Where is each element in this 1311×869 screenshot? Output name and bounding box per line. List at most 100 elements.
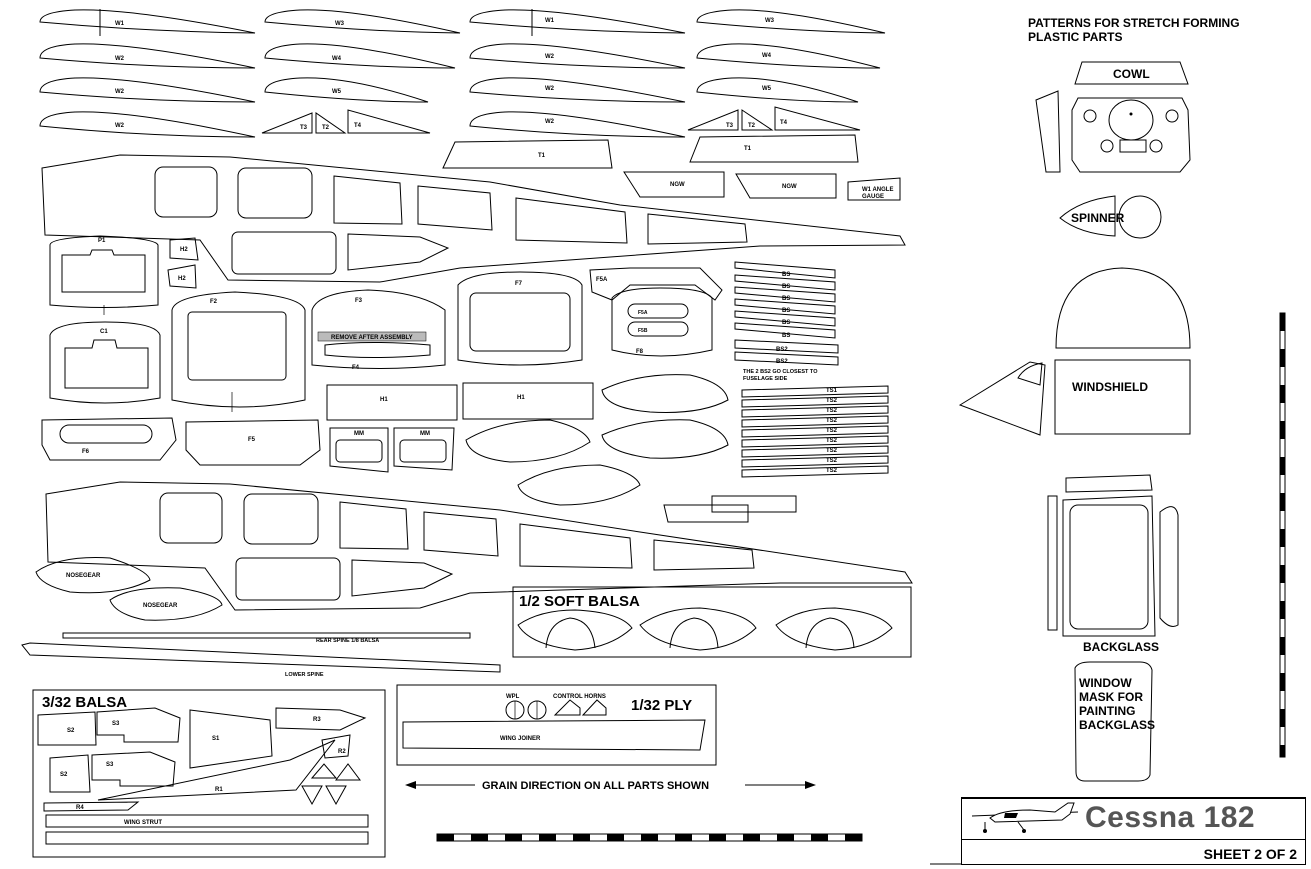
rib-label: W4 xyxy=(762,53,772,59)
cowl-label: COWL xyxy=(1113,67,1150,81)
part-label: BS xyxy=(782,296,790,302)
soft-balsa-section: 1/2 SOFT BALSA xyxy=(512,586,912,658)
cowl: COWL xyxy=(1035,61,1191,173)
part-label: S3 xyxy=(112,721,120,727)
fuselage-side-bottom xyxy=(45,481,913,611)
scale-bar-horizontal xyxy=(436,833,863,842)
bs-note: FUSELAGE SIDE xyxy=(743,376,788,382)
part-label: H2 xyxy=(178,276,186,282)
part-label: BS xyxy=(782,308,790,314)
header-line1: PATTERNS FOR STRETCH FORMING xyxy=(1028,16,1240,30)
former-f7: F7 xyxy=(457,271,583,366)
ts-strips: TS1 TS2 TS2 TS2 TS2 TS2 TS2 TS2 TS2 xyxy=(741,385,889,478)
bs-note: THE 2 BS2 GO CLOSEST TO xyxy=(743,369,818,375)
part-label: NGW xyxy=(670,182,685,188)
rib-w4-left: W4 xyxy=(264,43,456,69)
part-label: BS xyxy=(782,320,790,326)
mask-label-2: MASK FOR xyxy=(1079,690,1143,704)
part-label: F7 xyxy=(515,281,523,287)
part-label: NGW xyxy=(782,184,797,190)
ngw-parts: NGW NGW W1 ANGLE GAUGE xyxy=(623,171,901,201)
rib-label: W5 xyxy=(332,89,342,95)
part-label: CONTROL HORNS xyxy=(553,694,606,700)
tail-ribs-right: T3 T2 T4 xyxy=(687,106,861,131)
part-label: TS2 xyxy=(826,448,838,454)
section-title: 1/32 PLY xyxy=(631,697,692,714)
rib-label: W2 xyxy=(545,54,555,60)
rib-w2-right: W2 xyxy=(469,43,686,69)
grain-direction-note: GRAIN DIRECTION ON ALL PARTS SHOWN xyxy=(405,780,816,792)
part-label: S1 xyxy=(212,736,220,742)
t1-part-left: T1 xyxy=(442,139,613,169)
part-label: F5A xyxy=(596,277,608,283)
former-c1: C1 xyxy=(49,321,161,404)
former-f2: F2 xyxy=(171,291,306,412)
mask-label-3: PAINTING xyxy=(1079,704,1135,718)
part-label: H2 xyxy=(180,247,188,253)
backglass: BACKGLASS xyxy=(1047,474,1179,654)
canopy-top xyxy=(1055,267,1191,349)
part-label: S2 xyxy=(67,728,75,734)
model-name: Cessna 182 xyxy=(1085,801,1256,834)
rib-label: W1 xyxy=(545,18,555,24)
mm-parts: MM MM xyxy=(329,427,455,473)
ply-132-section: WPL CONTROL HORNS 1/32 PLY WING JOINER xyxy=(396,684,717,766)
part-label: TS2 xyxy=(826,468,838,474)
part-label: LOWER SPINE xyxy=(285,672,324,678)
part-label: TS2 xyxy=(826,438,838,444)
section-title: 1/2 SOFT BALSA xyxy=(519,593,640,610)
part-label: MM xyxy=(420,431,430,437)
wing-ribs-left: W1 W2 W2 W2 W3 W4 W5 T3 xyxy=(39,9,461,138)
part-label: R1 xyxy=(215,787,223,793)
part-label: BS2 xyxy=(776,347,788,353)
rib-label: T4 xyxy=(354,123,362,129)
formers: P1 H2 H2 C1 F2 REMOVE AFTER ASSEMBLY F3 … xyxy=(41,235,889,523)
part-label: S3 xyxy=(106,762,114,768)
part-label: F3 xyxy=(355,298,363,304)
rib-w3-left: W3 xyxy=(264,9,461,34)
part-label: C1 xyxy=(100,329,108,335)
spinner: SPINNER xyxy=(1059,195,1162,239)
part-label: S2 xyxy=(60,772,68,778)
hatch-h1: H1 H1 xyxy=(326,382,594,421)
sheet-number: SHEET 2 OF 2 xyxy=(1203,846,1297,862)
part-label: TS2 xyxy=(826,398,838,404)
part-label: T1 xyxy=(744,146,752,152)
former-p1: P1 xyxy=(49,235,159,315)
former-f3-f4: REMOVE AFTER ASSEMBLY F3 F4 xyxy=(311,289,446,371)
mask-label-1: WINDOW xyxy=(1079,676,1132,690)
mask-label-4: BACKGLASS xyxy=(1079,718,1155,732)
part-label: F5A xyxy=(638,310,648,316)
part-label: BS2 xyxy=(776,359,788,365)
rib-label: W3 xyxy=(765,18,775,24)
rib-w2-left: W2 xyxy=(39,77,256,103)
rib-label: W4 xyxy=(332,56,342,62)
part-label: TS2 xyxy=(826,418,838,424)
part-label: NOSEGEAR xyxy=(143,603,178,609)
plastic-parts: PATTERNS FOR STRETCH FORMING PLASTIC PAR… xyxy=(958,16,1240,782)
part-label: F5 xyxy=(248,437,256,443)
part-label: WING JOINER xyxy=(500,736,541,742)
backglass-label: BACKGLASS xyxy=(1083,640,1159,654)
rib-w4-right: W4 xyxy=(696,43,881,69)
rib-w1-left: W1 xyxy=(39,9,256,36)
airplane-logo xyxy=(971,802,1079,833)
part-label: P1 xyxy=(98,238,106,244)
rib-w2-left: W2 xyxy=(39,111,256,138)
former-f5: F5 xyxy=(185,419,321,466)
part-label: H1 xyxy=(380,397,388,403)
part-label: F4 xyxy=(352,365,360,371)
part-label: BS xyxy=(782,272,790,278)
part-label: T1 xyxy=(538,153,546,159)
rib-label: W1 xyxy=(115,21,125,27)
title-divider xyxy=(962,839,1305,840)
rib-label: W5 xyxy=(762,86,772,92)
bs-strips: BS BS BS BS BS BS BS2 BS2 THE 2 BS2 GO C… xyxy=(734,261,839,382)
fuselage-side-top xyxy=(41,154,906,283)
cockpit-formers xyxy=(465,374,797,523)
part-label: H1 xyxy=(517,395,525,401)
rib-label: T4 xyxy=(780,120,788,126)
part-label: GAUGE xyxy=(862,194,884,200)
rib-label: W3 xyxy=(335,21,345,27)
